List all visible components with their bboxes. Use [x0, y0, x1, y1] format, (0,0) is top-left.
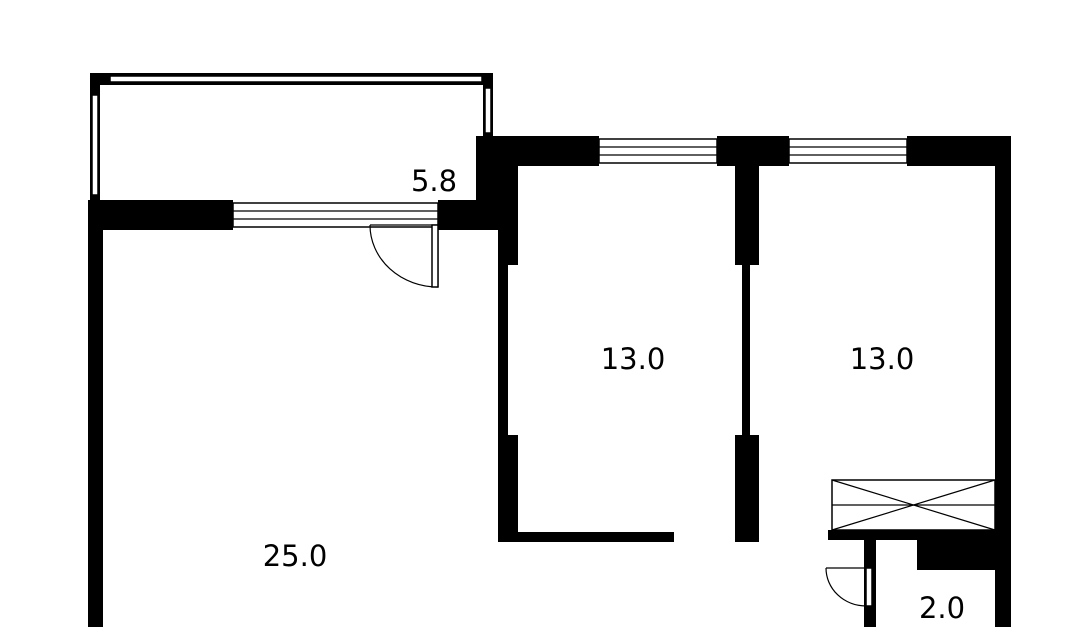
wall-partition-left-lower — [498, 435, 518, 542]
windows — [232, 138, 908, 228]
area-label-living-room: 25.0 — [263, 539, 328, 573]
wall-bathroom-top-right — [917, 540, 1002, 570]
wall-partition-mid-lower — [735, 435, 759, 542]
area-label-balcony: 5.8 — [411, 164, 457, 198]
wall-top-bedrooms-3 — [907, 136, 1011, 166]
wall-partition-mid-upper — [735, 150, 759, 265]
balcony-window-right — [484, 87, 492, 134]
window-bedroom-middle — [598, 138, 718, 164]
doors — [369, 224, 873, 607]
wall-balcony-living — [88, 200, 233, 230]
wall-closet-bottom — [828, 530, 1008, 540]
balcony — [90, 73, 493, 203]
wall-partition-left-mid — [498, 265, 508, 435]
balcony-window-top — [109, 75, 483, 83]
balcony-door — [369, 224, 439, 288]
bathroom-door — [825, 567, 873, 607]
balcony-window-left — [91, 94, 99, 196]
area-labels: 5.8 25.0 13.0 13.0 2.0 — [263, 164, 965, 625]
area-label-bedroom-middle: 13.0 — [601, 342, 666, 376]
area-label-bathroom: 2.0 — [919, 591, 965, 625]
closet — [831, 479, 996, 531]
wall-partition-left-upper — [498, 200, 518, 265]
wall-top-bedrooms-1 — [476, 136, 599, 166]
area-label-bedroom-right: 13.0 — [850, 342, 915, 376]
walls — [88, 136, 1011, 627]
wall-partition-mid-mid — [742, 265, 750, 435]
window-bedroom-right — [788, 138, 908, 164]
wall-left — [88, 200, 103, 627]
window-living — [232, 202, 439, 228]
wall-right — [995, 136, 1011, 627]
wall-middle-bottom — [498, 532, 674, 542]
